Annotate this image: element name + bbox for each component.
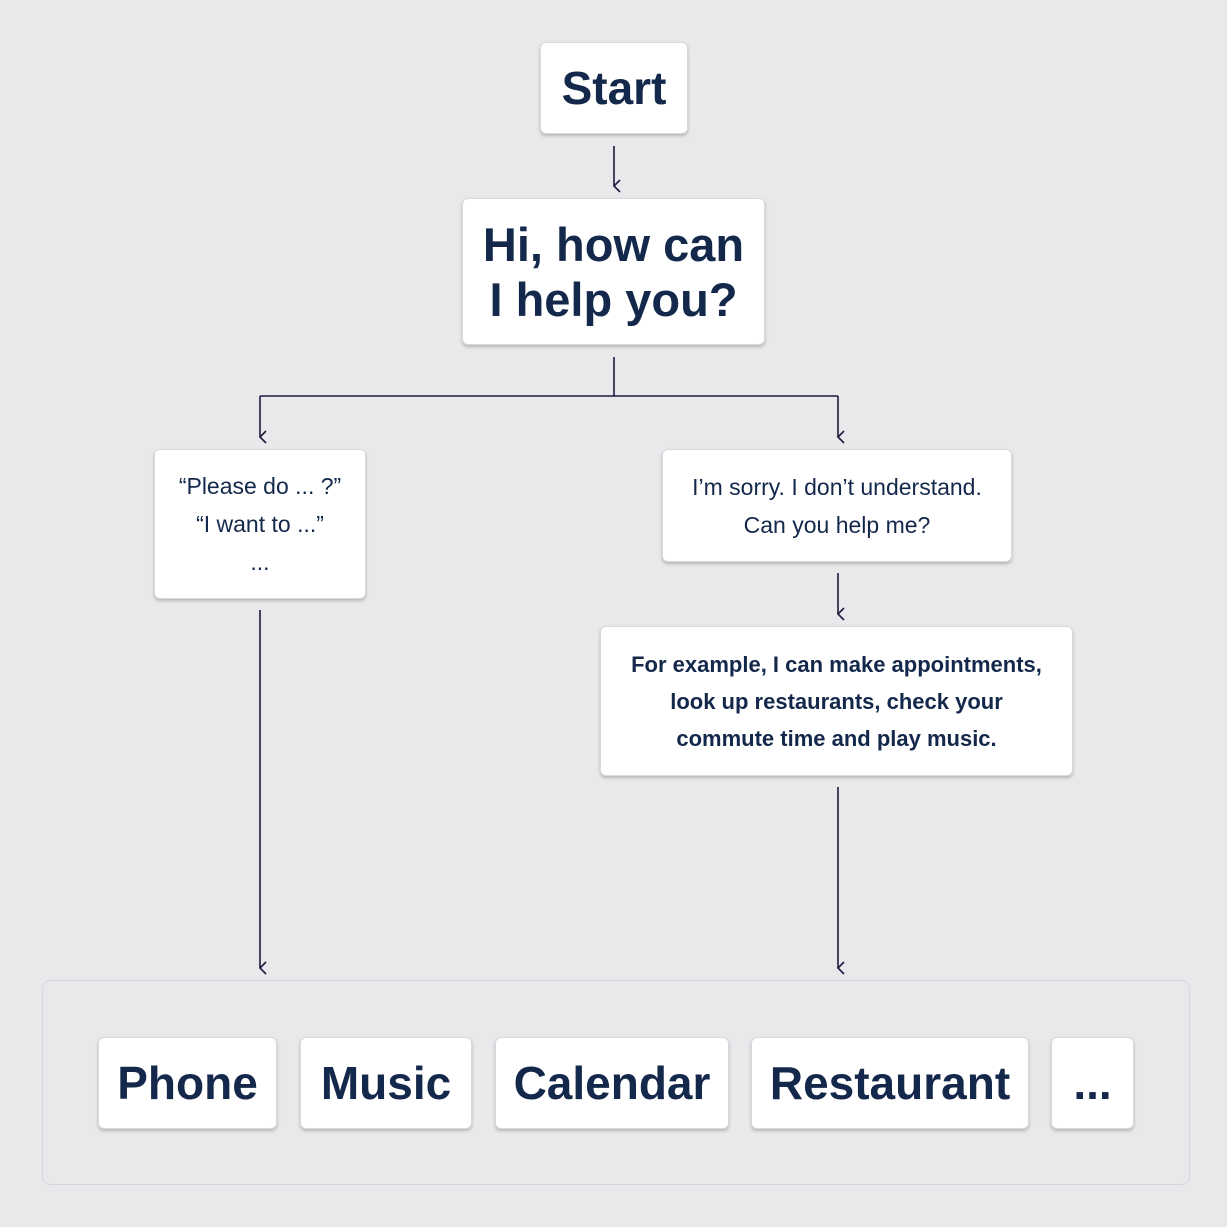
user-request-node: “Please do ... ?” “I want to ...” ...: [154, 449, 366, 599]
domain-calendar: Calendar: [495, 1037, 729, 1129]
domain-label: Restaurant: [769, 1057, 1011, 1109]
user-request-line: “Please do ... ?”: [178, 473, 342, 499]
start-node: Start: [540, 42, 688, 134]
examples-line: look up restaurants, check your: [670, 688, 1003, 714]
domain-label: Music: [320, 1057, 452, 1109]
fallback-line: Can you help me?: [743, 511, 931, 538]
domain-label: Phone: [117, 1057, 258, 1109]
examples-node: For example, I can make appointments, lo…: [600, 626, 1073, 776]
start-label: Start: [561, 62, 667, 114]
user-request-line: ...: [250, 549, 270, 575]
greeting-node: Hi, how can I help you?: [462, 198, 765, 345]
greeting-line: Hi, how can: [482, 217, 745, 271]
greeting-line: I help you?: [489, 272, 738, 326]
domain-more: ...: [1051, 1037, 1134, 1129]
examples-line: commute time and play music.: [676, 725, 997, 751]
examples-line: For example, I can make appointments,: [631, 651, 1042, 677]
fallback-line: I’m sorry. I don’t understand.: [692, 473, 982, 500]
domains-group: [42, 980, 1190, 1185]
fallback-node: I’m sorry. I don’t understand. Can you h…: [662, 449, 1012, 562]
domain-label: Calendar: [513, 1057, 711, 1109]
domain-label: ...: [1073, 1057, 1112, 1109]
domain-restaurant: Restaurant: [751, 1037, 1029, 1129]
domain-phone: Phone: [98, 1037, 277, 1129]
user-request-line: “I want to ...”: [196, 511, 324, 537]
domain-music: Music: [300, 1037, 472, 1129]
